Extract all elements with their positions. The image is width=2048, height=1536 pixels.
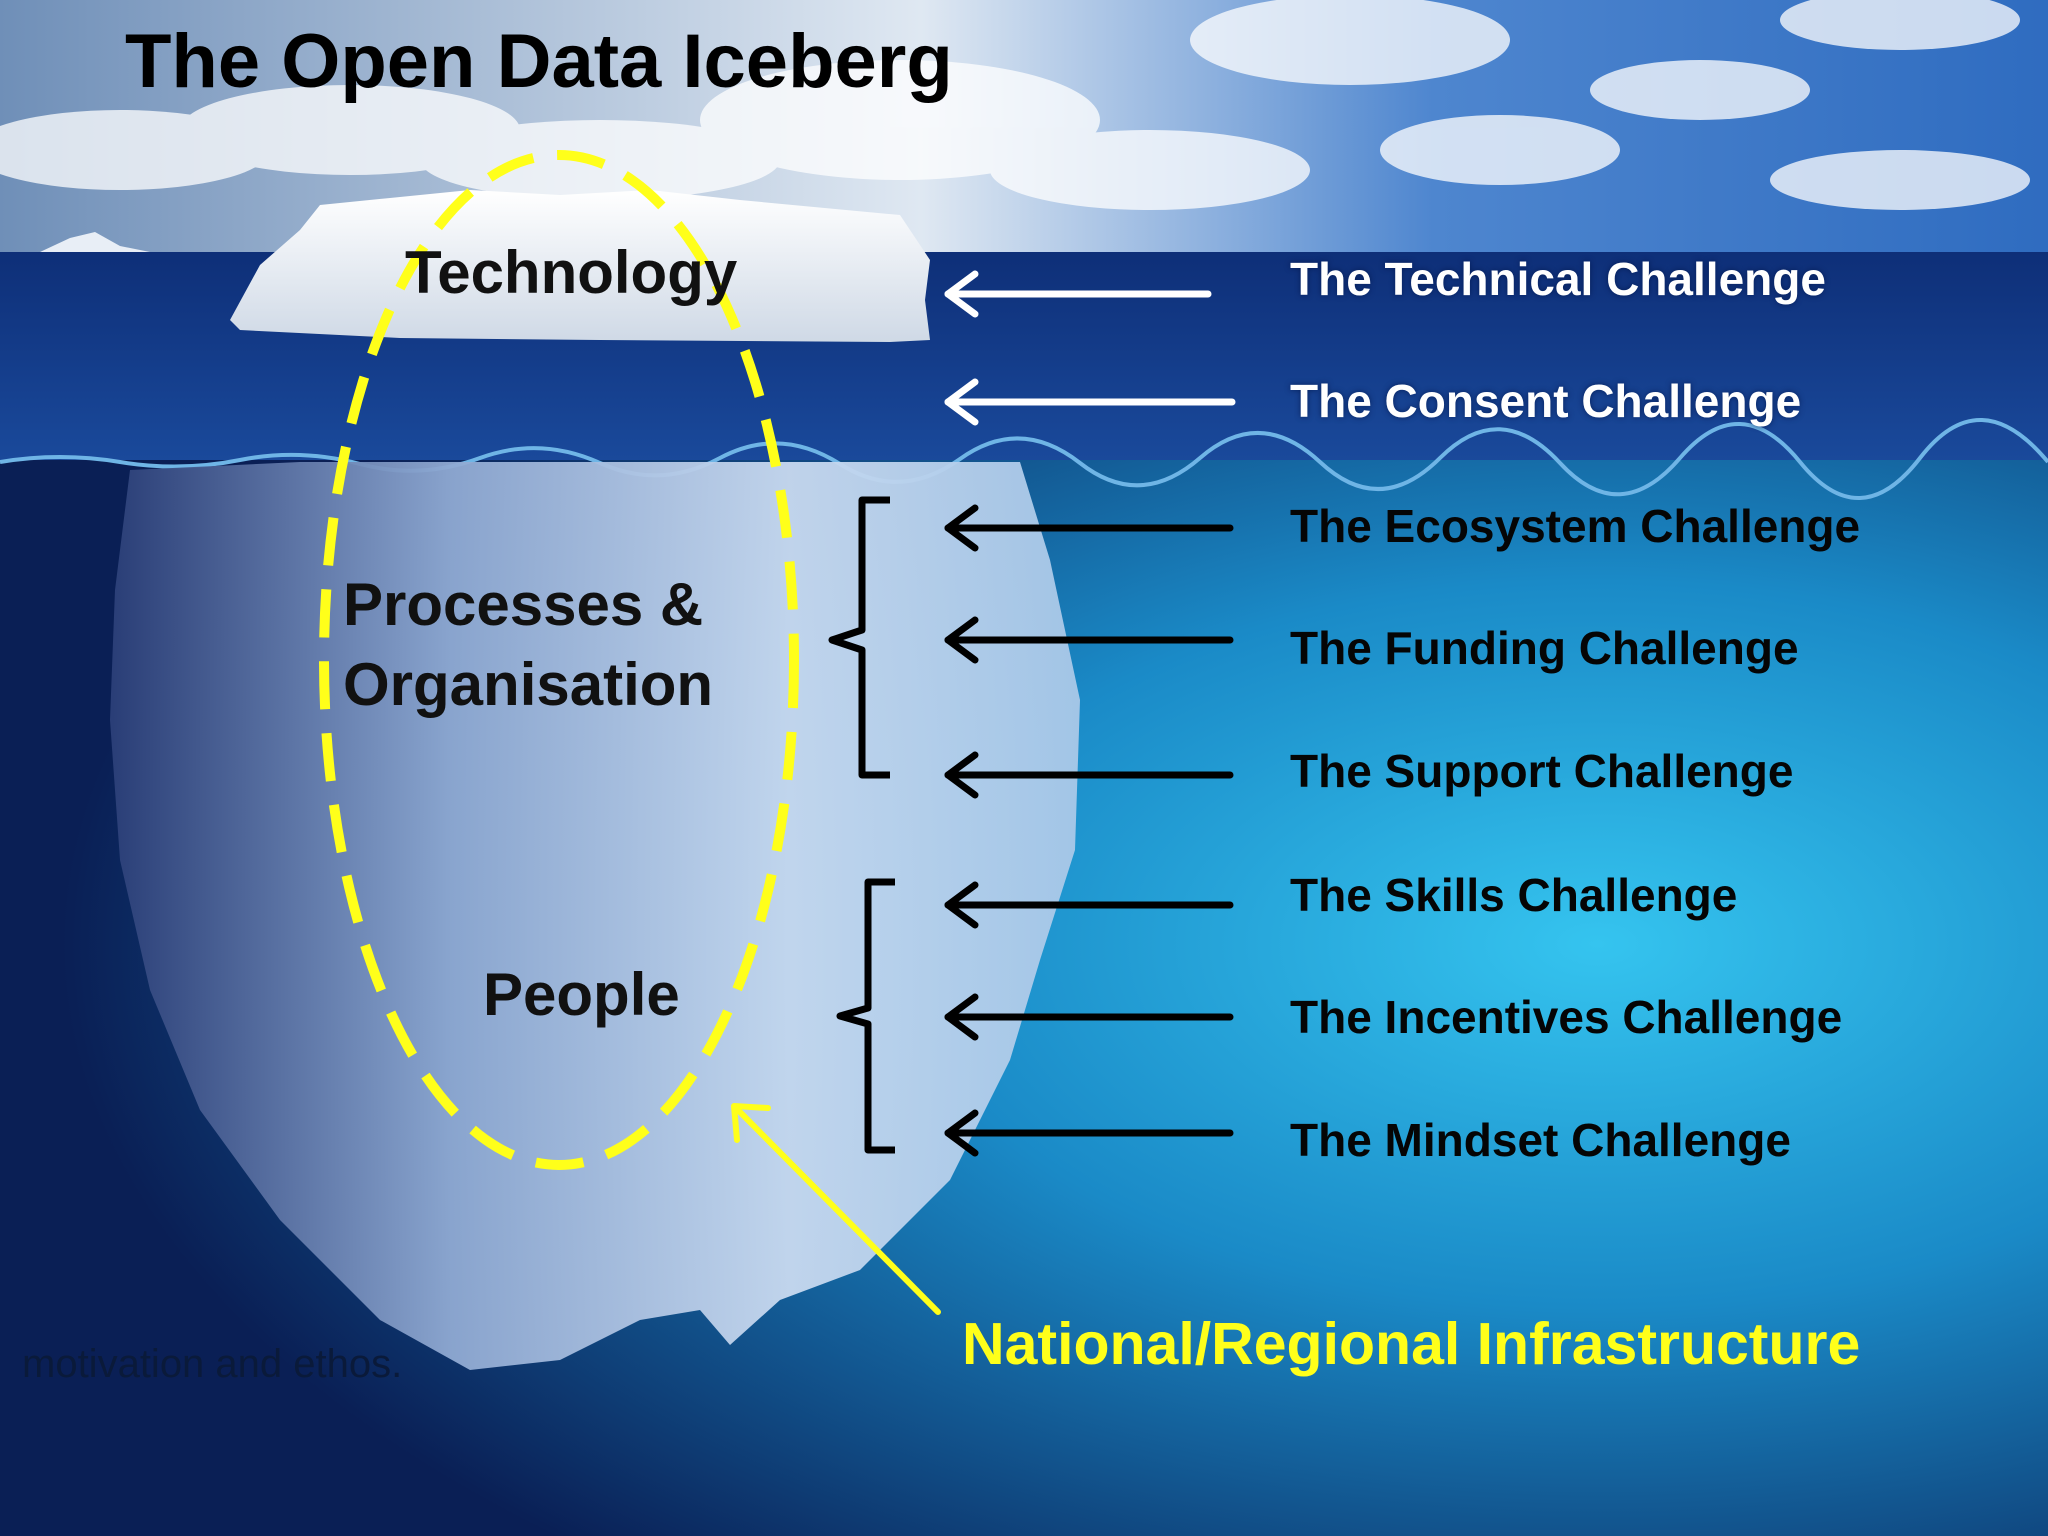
infrastructure-label: National/Regional Infrastructure <box>962 1311 1861 1377</box>
challenge-consent: The Consent Challenge <box>1290 375 1802 427</box>
arrow-infrastructure <box>731 1103 941 1315</box>
arrow-consent <box>944 378 1236 426</box>
challenge-mindset: The Mindset Challenge <box>1290 1114 1791 1166</box>
arrow-skills <box>944 881 1234 929</box>
distant-iceberg <box>40 232 150 252</box>
challenge-ecosystem: The Ecosystem Challenge <box>1290 500 1861 552</box>
tier-people: People <box>483 961 680 1028</box>
challenge-funding: The Funding Challenge <box>1290 622 1799 674</box>
iceberg-underwater <box>110 462 1080 1370</box>
tier-processes-line2: Organisation <box>343 651 714 718</box>
highlight-ellipse <box>319 150 799 1170</box>
tier-processes-line1: Processes & <box>343 571 704 638</box>
brace-people <box>836 878 895 1154</box>
slide-title: The Open Data Iceberg <box>125 19 953 104</box>
arrow-support <box>944 751 1234 799</box>
challenge-skills: The Skills Challenge <box>1290 869 1738 921</box>
brace-processes <box>828 496 890 779</box>
caption-fragment: motivation and ethos. <box>22 1342 403 1386</box>
arrow-funding <box>944 616 1234 664</box>
arrow-ecosystem <box>944 504 1234 552</box>
clouds <box>0 0 2030 210</box>
iceberg-tip <box>230 190 930 342</box>
tier-processes-organisation: Processes & Organisation <box>343 565 713 725</box>
challenge-incentives: The Incentives Challenge <box>1290 991 1843 1043</box>
arrow-incentives <box>944 993 1234 1041</box>
challenge-technical: The Technical Challenge <box>1290 253 1826 305</box>
arrow-technical <box>944 270 1212 318</box>
tier-technology: Technology <box>405 239 738 306</box>
challenge-support: The Support Challenge <box>1290 745 1794 797</box>
arrow-mindset <box>944 1109 1234 1157</box>
